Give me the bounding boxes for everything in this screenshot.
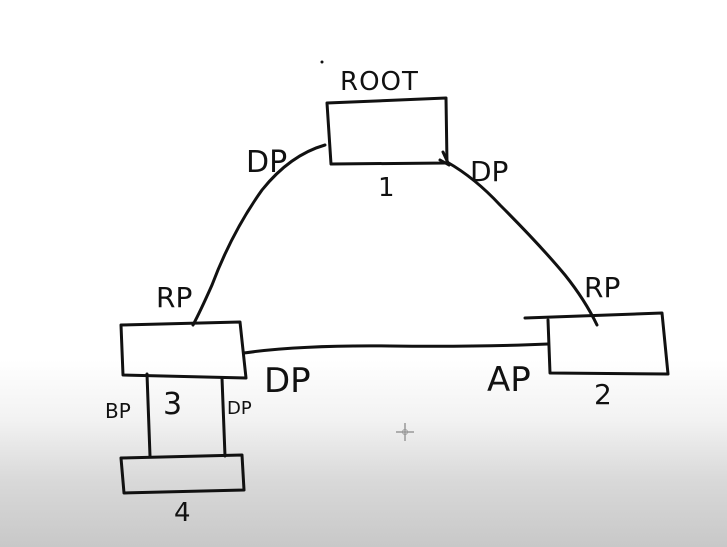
- switch3-root-port-label: RP: [156, 281, 192, 314]
- switch3-lower-designated-port-label: DP: [227, 398, 252, 419]
- root-right-port-label: DP: [470, 155, 508, 188]
- root-title-label: ROOT: [340, 67, 419, 97]
- root-arrow-tick: [438, 150, 451, 167]
- link-root-to-switch3: [191, 143, 327, 327]
- switch4-number-label: 4: [174, 498, 191, 528]
- switch4-box: [119, 453, 246, 495]
- root-switch-box: [325, 96, 449, 166]
- link-switch3-to-switch4-right: [220, 376, 227, 458]
- link-root-to-switch2: [445, 160, 599, 327]
- root-left-port-label: DP: [246, 145, 287, 180]
- switch3-designated-port-label: DP: [264, 361, 311, 401]
- move-cursor-icon: [396, 423, 414, 441]
- switch2-alternate-port-label: AP: [487, 360, 531, 400]
- marker-dot: [320, 60, 324, 64]
- link-switch3-to-switch4-left: [145, 372, 152, 458]
- root-number-label: 1: [378, 173, 395, 203]
- switch2-box: [523, 311, 670, 376]
- switch2-number-label: 2: [594, 378, 612, 411]
- link-switch3-to-switch2: [242, 342, 550, 355]
- switch2-root-port-label: RP: [584, 271, 620, 304]
- switch3-blocked-port-label: BP: [105, 399, 131, 423]
- switch3-number-label: 3: [163, 387, 182, 422]
- switch3-box: [119, 320, 248, 380]
